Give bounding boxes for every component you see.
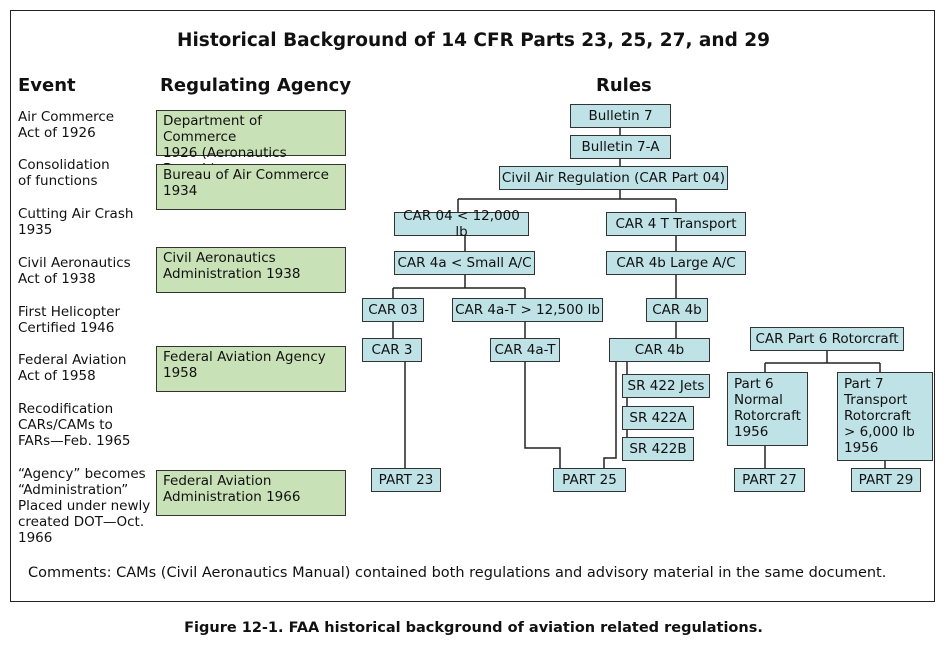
- rule-part-27: PART 27: [734, 468, 805, 492]
- agency-bureau-of-air-commerce: Bureau of Air Commerce 1934: [156, 164, 346, 210]
- rule-car-4a-t: CAR 4a-T: [490, 338, 560, 362]
- rule-car-03: CAR 03: [362, 298, 424, 322]
- rule-car-4b: CAR 4b: [646, 298, 708, 322]
- agency-column-header: Regulating Agency: [160, 75, 352, 96]
- rule-car-4a-small: CAR 4a < Small A/C: [394, 251, 535, 275]
- event-agency-becomes-administration: “Agency” becomes “Administration” Placed…: [18, 466, 151, 546]
- event-recodification: Recodification CARs/CAMs to FARs—Feb. 19…: [18, 401, 131, 449]
- rule-car-4b-large: CAR 4b Large A/C: [606, 251, 746, 275]
- rule-bulletin-7: Bulletin 7: [570, 104, 671, 128]
- rules-column-header: Rules: [596, 75, 652, 96]
- rule-part-25: PART 25: [553, 468, 626, 492]
- event-consolidation: Consolidation of functions: [18, 157, 110, 189]
- rule-sr-422-jets: SR 422 Jets: [622, 374, 710, 398]
- comments-note: Comments: CAMs (Civil Aeronautics Manual…: [28, 565, 887, 581]
- rule-car-4b-second: CAR 4b: [609, 338, 710, 362]
- rule-bulletin-7a: Bulletin 7-A: [570, 135, 671, 159]
- event-cutting-air-crash: Cutting Air Crash 1935: [18, 206, 134, 238]
- rule-part-29: PART 29: [851, 468, 921, 492]
- rule-car-4t-transport: CAR 4 T Transport: [606, 212, 746, 236]
- event-air-commerce-act: Air Commerce Act of 1926: [18, 109, 115, 141]
- rule-car-part-6-rotorcraft: CAR Part 6 Rotorcraft: [750, 327, 904, 351]
- rule-sr-422b: SR 422B: [622, 437, 694, 461]
- rule-car-part-04: Civil Air Regulation (CAR Part 04): [499, 166, 728, 190]
- event-first-helicopter: First Helicopter Certified 1946: [18, 304, 121, 336]
- diagram-title: Historical Background of 14 CFR Parts 23…: [176, 30, 770, 51]
- agency-federal-aviation-agency: Federal Aviation Agency 1958: [156, 346, 346, 392]
- rule-part-23: PART 23: [371, 468, 441, 492]
- rule-part-7-transport-rotorcraft: Part 7 Transport Rotorcraft > 6,000 lb 1…: [837, 372, 933, 461]
- agency-federal-aviation-administration: Federal Aviation Administration 1966: [156, 470, 346, 516]
- event-column-header: Event: [18, 75, 76, 96]
- figure-caption: Figure 12-1. FAA historical background o…: [184, 620, 763, 636]
- rule-part-6-normal-rotorcraft: Part 6 Normal Rotorcraft 1956: [727, 372, 808, 446]
- rule-car-04-under-12000: CAR 04 < 12,000 lb: [394, 208, 529, 240]
- rule-sr-422a: SR 422A: [622, 406, 694, 430]
- rule-car-4a-t-over-12500: CAR 4a-T > 12,500 lb: [452, 298, 603, 322]
- rule-car-3: CAR 3: [362, 338, 422, 362]
- event-federal-aviation-act: Federal Aviation Act of 1958: [18, 352, 127, 384]
- event-civil-aeronautics-act: Civil Aeronautics Act of 1938: [18, 255, 131, 287]
- agency-civil-aeronautics-administration: Civil Aeronautics Administration 1938: [156, 247, 346, 293]
